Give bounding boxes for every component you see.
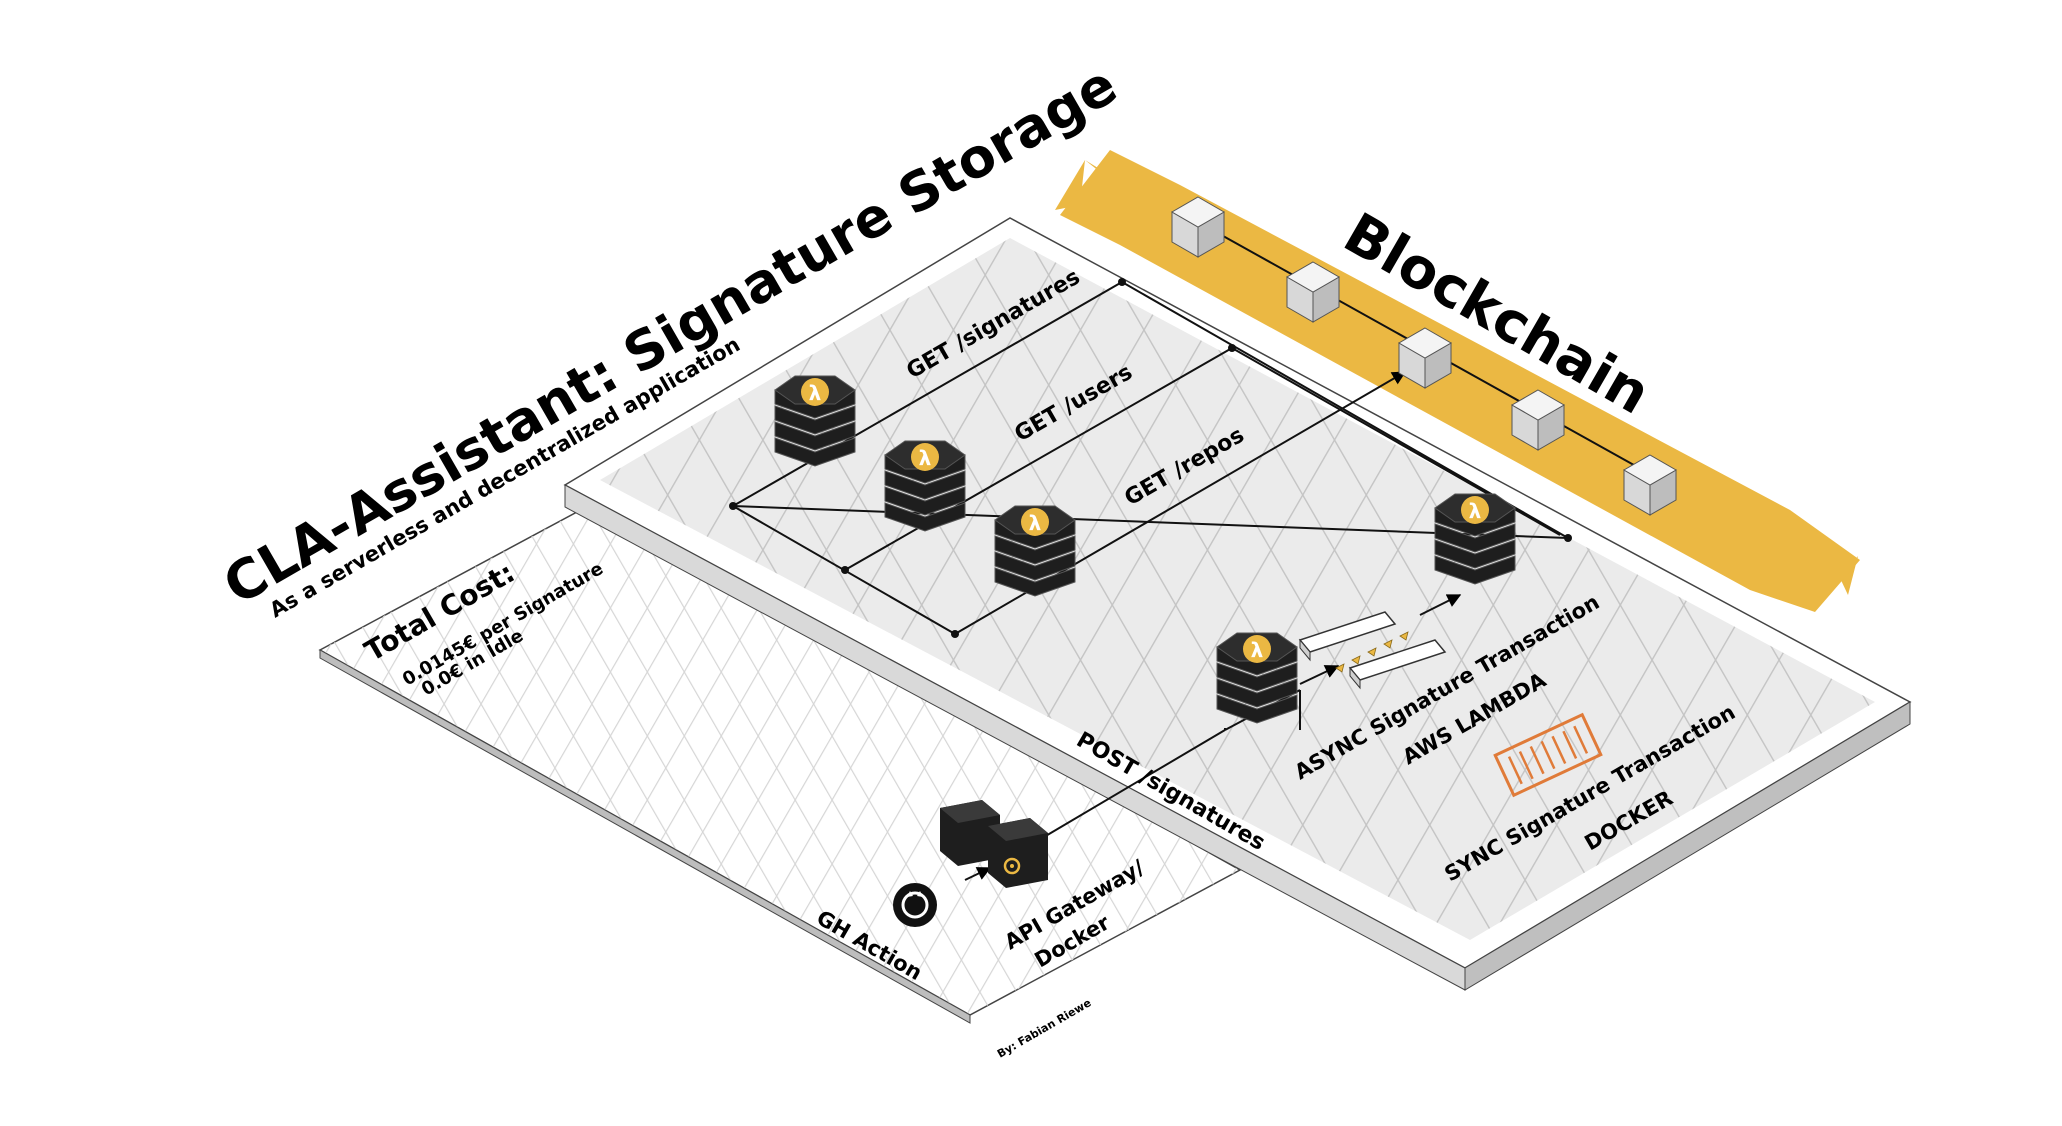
blockchain-blocks <box>1170 196 1678 516</box>
lambda-server-stack: λ <box>774 375 856 467</box>
connection-nodes <box>729 278 1572 638</box>
main-plate <box>563 217 1912 991</box>
cost-plate <box>318 504 1242 1024</box>
block-cube-icon <box>1170 196 1226 258</box>
lambda-servers: λ λ λ λ λ <box>774 375 1516 724</box>
github-icon <box>893 883 937 927</box>
block-cube-icon <box>1397 327 1453 389</box>
block-cube-icon <box>1622 454 1678 516</box>
lambda-icon <box>1461 496 1489 524</box>
lambda-icon <box>1243 635 1271 663</box>
author-label: By: Fabian Riewe <box>995 996 1093 1060</box>
lambda-icon <box>1021 508 1049 536</box>
lambda-icon <box>911 443 939 471</box>
lambda-symbol: λ <box>919 446 932 470</box>
lambda-server-stack: λ <box>994 505 1076 597</box>
async-queue <box>1298 611 1447 690</box>
lambda-symbol: λ <box>1469 499 1482 523</box>
lambda-symbol: λ <box>1251 638 1264 662</box>
lambda-server-stack: λ <box>884 440 966 532</box>
docker-container-icon <box>1493 712 1603 798</box>
lambda-symbol: λ <box>809 381 822 405</box>
block-cube-icon <box>1510 389 1566 451</box>
api-gateway-icon <box>940 800 1048 888</box>
lambda-server-stack: λ <box>1434 493 1516 585</box>
lambda-server-stack: λ <box>1216 632 1298 724</box>
lambda-icon <box>801 378 829 406</box>
lambda-symbol: λ <box>1029 511 1042 535</box>
block-cube-icon <box>1285 261 1341 323</box>
